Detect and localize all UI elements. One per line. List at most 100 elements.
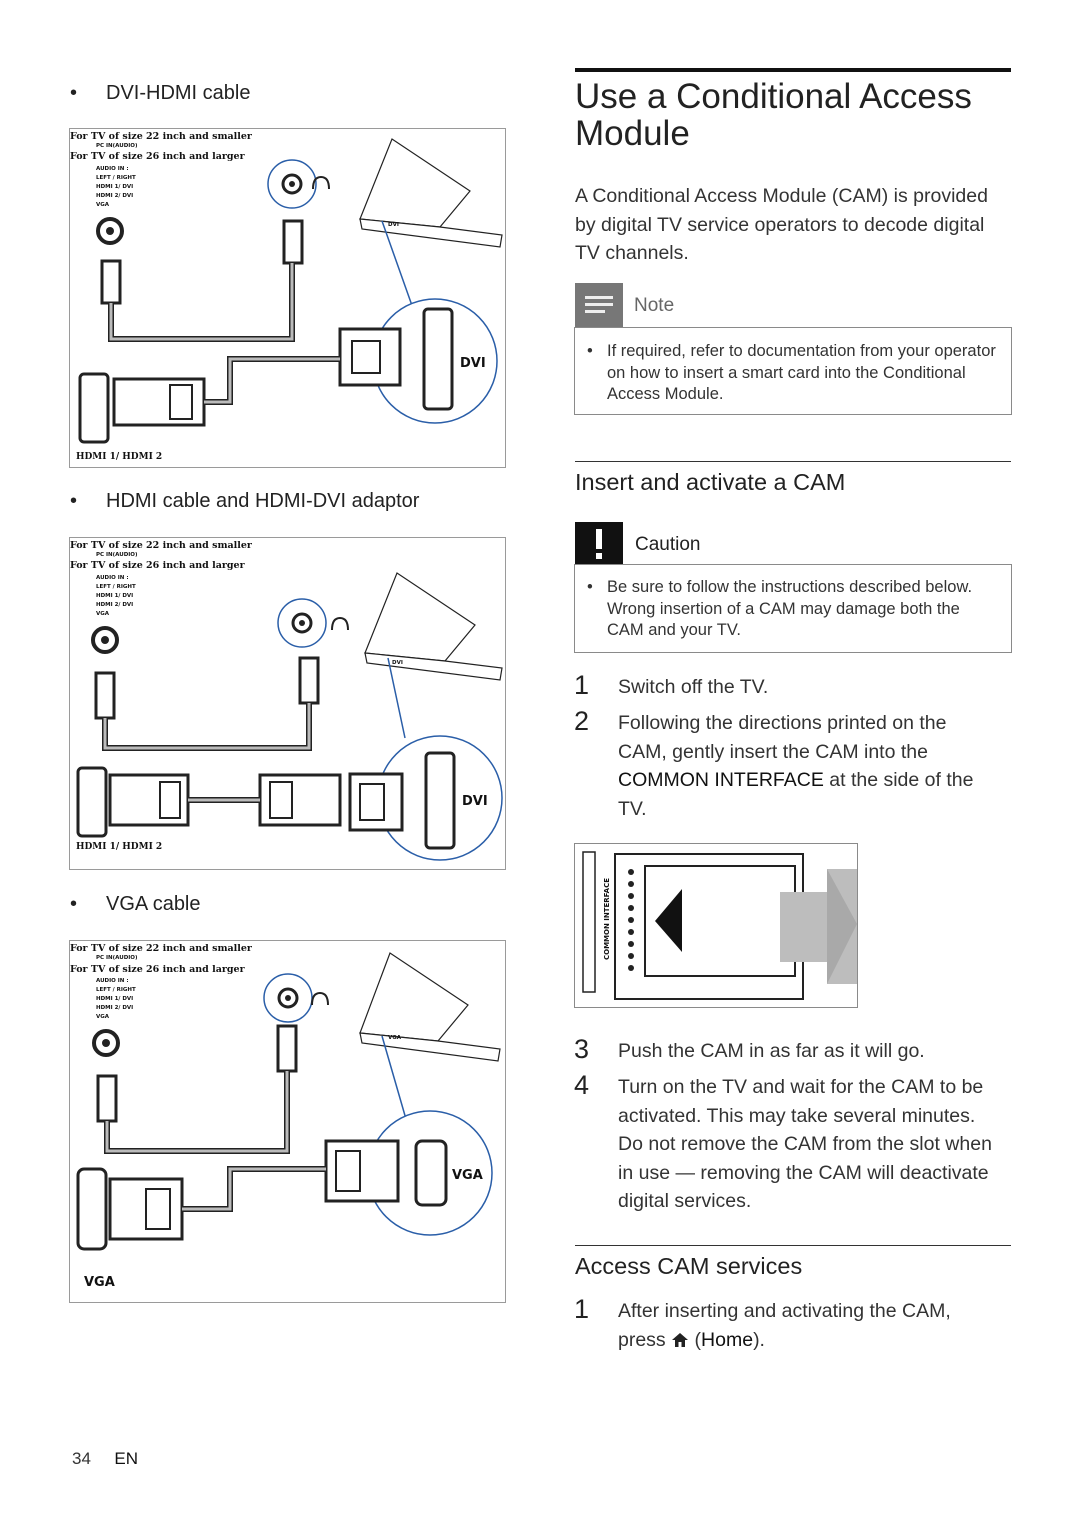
tv-small-label: For TV of size 22 inch and smaller xyxy=(70,131,253,142)
section-title-text: DVI-HDMI cable xyxy=(106,82,251,104)
panel-line-1: LEFT / RIGHT xyxy=(96,987,136,993)
panel-line-4: VGA xyxy=(96,202,110,208)
panel-line-3: HDMI 2/ DVI xyxy=(96,1005,133,1011)
section-heading-access: Access CAM services xyxy=(575,1253,803,1279)
intro-paragraph: A Conditional Access Module (CAM) is pro… xyxy=(575,185,988,264)
bullet: • xyxy=(70,490,78,512)
page-number: 34 xyxy=(72,1449,91,1468)
panel-line-3: HDMI 2/ DVI xyxy=(96,602,133,608)
section-rule-access xyxy=(575,1245,1011,1246)
audio-plug-right xyxy=(276,1024,298,1073)
headphone-icon xyxy=(331,616,349,631)
laptop-icon: VGA xyxy=(359,952,501,1062)
laptop-port-label: DVI xyxy=(392,660,403,666)
section-title-vga: • VGA cable xyxy=(70,893,201,916)
access-step-open: ( xyxy=(689,1328,702,1351)
step-text-2: Following the directions printed on the … xyxy=(618,709,998,823)
cam-illustration: COMMON INTERFACE xyxy=(574,843,858,1008)
audio-zoom-circle xyxy=(267,159,317,209)
bullet: • xyxy=(587,342,593,360)
tv-large-label: For TV of size 26 inch and larger xyxy=(70,964,246,975)
page-title-line2: Module xyxy=(575,114,690,153)
panel-line-2: HDMI 1/ DVI xyxy=(96,996,133,1002)
page-title: Use a Conditional Access Module xyxy=(575,78,1005,152)
panel-line-0: AUDIO IN : xyxy=(96,166,129,172)
note-icon xyxy=(575,283,623,327)
diagram-vga: For TV of size 22 inch and smaller PC IN… xyxy=(69,940,506,1303)
step-text-1: Switch off the TV. xyxy=(618,676,769,698)
diagram-vga-svg: For TV of size 22 inch and smaller PC IN… xyxy=(70,943,501,1290)
access-step-text-pre: After inserting and activating the CAM, … xyxy=(618,1300,951,1351)
audio-plug-left xyxy=(96,1074,118,1123)
section-title-text: VGA cable xyxy=(106,893,201,915)
step-number-1: 1 xyxy=(574,670,590,700)
audio-cable xyxy=(102,703,312,751)
hdmi-port-icon xyxy=(78,372,110,444)
insert-direction-icon xyxy=(655,889,682,952)
laptop-port-label: DVI xyxy=(388,222,399,228)
audio-plug-left xyxy=(100,259,122,305)
panel-line-2: HDMI 1/ DVI xyxy=(96,184,133,190)
step-text-4: Turn on the TV and wait for the CAM to b… xyxy=(618,1076,992,1212)
access-step-close: ). xyxy=(753,1328,765,1351)
panel-line-0: AUDIO IN : xyxy=(96,575,129,581)
step-number-2: 2 xyxy=(574,706,590,736)
note-label: Note xyxy=(634,295,675,316)
language-code: EN xyxy=(114,1449,139,1468)
bottom-label: HDMI 1/ HDMI 2 xyxy=(76,842,162,852)
pc-audio-label: PC IN(AUDIO) xyxy=(96,552,138,558)
bullet: • xyxy=(70,893,78,915)
panel-line-2: HDMI 1/ DVI xyxy=(96,593,133,599)
tv-small-label: For TV of size 22 inch and smaller xyxy=(70,943,253,954)
section-rule-insert xyxy=(575,461,1011,462)
diagram-dvi-hdmi-svg: For TV of size 22 inch and smaller PC IN… xyxy=(70,131,503,462)
title-rule xyxy=(575,68,1011,72)
vga-cable xyxy=(182,1166,326,1212)
audio-plug-right xyxy=(282,219,304,265)
section-title-text: HDMI cable and HDMI-DVI adaptor xyxy=(106,490,420,512)
panel-line-1: LEFT / RIGHT xyxy=(96,175,136,181)
hdmi-cable xyxy=(204,356,340,405)
tv-small-label: For TV of size 22 inch and smaller xyxy=(70,540,253,551)
pc-audio-label: PC IN(AUDIO) xyxy=(96,143,138,149)
diagram-dvi-hdmi: For TV of size 22 inch and smaller PC IN… xyxy=(69,128,506,468)
caution-item: • Be sure to follow the instructions des… xyxy=(587,577,997,642)
bullet: • xyxy=(70,82,78,104)
step-text-3: Push the CAM in as far as it will go. xyxy=(618,1040,925,1062)
step-text-2-pre: Following the directions printed on the … xyxy=(618,712,947,763)
section-title-hdmi-dvi-adaptor: • HDMI cable and HDMI-DVI adaptor xyxy=(70,490,419,513)
laptop-icon: DVI xyxy=(359,138,503,248)
laptop-port-label: VGA xyxy=(388,1035,402,1041)
note-item: • If required, refer to documentation fr… xyxy=(587,341,997,406)
pc-audio-label: PC IN(AUDIO) xyxy=(96,955,138,961)
home-icon xyxy=(672,1332,689,1347)
panel-line-0: AUDIO IN : xyxy=(96,978,129,984)
section-heading-insert: Insert and activate a CAM xyxy=(575,469,846,495)
note-text: If required, refer to documentation from… xyxy=(607,342,996,403)
tv-large-label: For TV of size 26 inch and larger xyxy=(70,151,246,162)
caution-text: Be sure to follow the instructions descr… xyxy=(607,578,973,639)
diagram-hdmi-dvi-adaptor: For TV of size 22 inch and smaller PC IN… xyxy=(69,537,506,870)
page-footer: 34 EN xyxy=(72,1449,138,1469)
panel-line-1: LEFT / RIGHT xyxy=(96,584,136,590)
audio-plug-left xyxy=(94,671,116,720)
step-number-3: 3 xyxy=(574,1034,590,1064)
audio-cable xyxy=(104,1071,290,1154)
access-step-text-1: After inserting and activating the CAM, … xyxy=(618,1297,998,1354)
port-label: DVI xyxy=(462,794,488,809)
headphone-icon xyxy=(311,991,329,1006)
vga-port-icon xyxy=(414,1139,448,1207)
note-box: • If required, refer to documentation fr… xyxy=(574,327,1012,415)
caution-label: Caution xyxy=(635,534,701,555)
dvi-port-icon xyxy=(422,307,454,411)
page-title-line1: Use a Conditional Access xyxy=(575,77,972,116)
audio-plug-right xyxy=(298,656,320,705)
cam-illustration-svg: COMMON INTERFACE xyxy=(582,851,857,1000)
bottom-label: HDMI 1/ HDMI 2 xyxy=(76,452,162,462)
bottom-label: VGA xyxy=(84,1275,115,1290)
bullet: • xyxy=(587,578,593,596)
step-text-2-post: at the side of the TV. xyxy=(618,769,974,820)
headphone-icon xyxy=(312,175,330,190)
hdmi-port-icon xyxy=(76,766,108,838)
panel-line-4: VGA xyxy=(96,611,110,617)
